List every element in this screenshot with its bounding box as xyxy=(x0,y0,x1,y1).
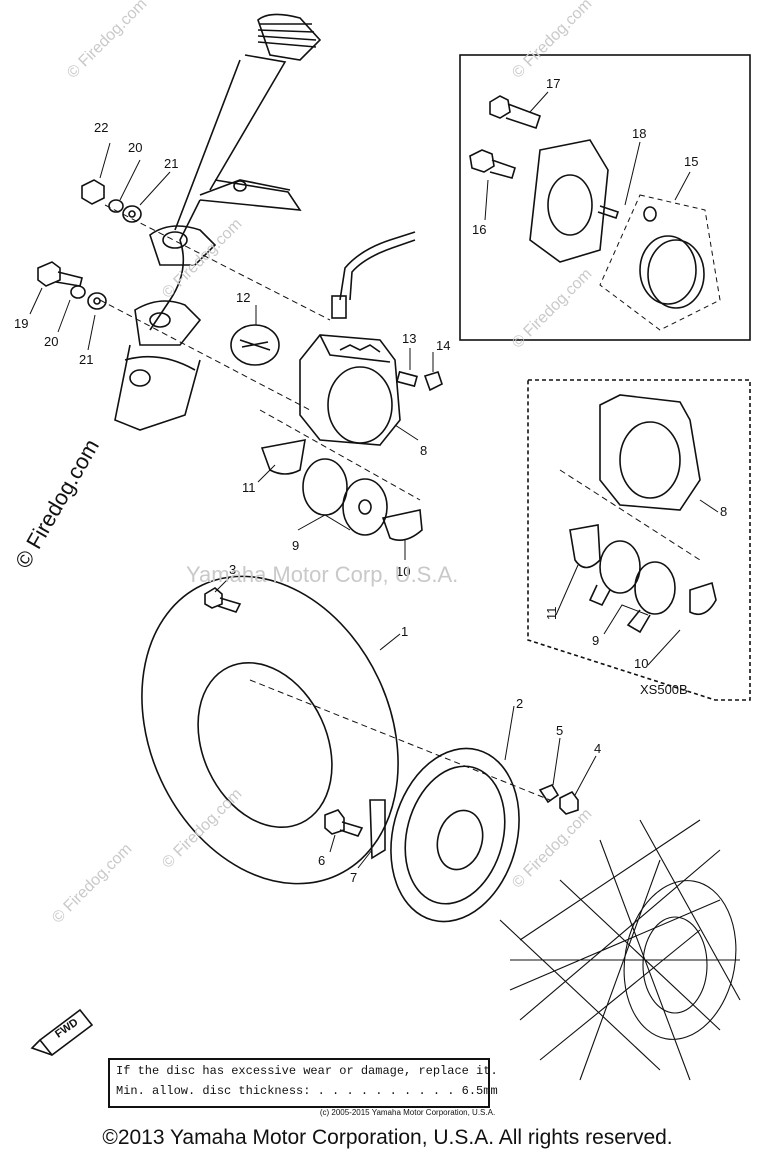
inset-caliper-xs500b xyxy=(527,379,751,701)
brake-caliper xyxy=(299,334,443,446)
front-wheel xyxy=(499,819,741,1081)
callout-5: 5 xyxy=(556,723,563,738)
callout-12: 12 xyxy=(236,290,250,305)
callout-numbers: 1 2 3 4 5 6 7 8 9 10 11 12 13 14 15 16 1… xyxy=(14,76,698,885)
callout-18: 18 xyxy=(632,126,646,141)
callout-9: 9 xyxy=(292,538,299,553)
front-fork xyxy=(114,13,322,431)
note-line-2: Min. allow. disc thickness: . . . . . . … xyxy=(116,1084,498,1098)
callout-10: 10 xyxy=(396,564,410,579)
service-note-box: If the disc has excessive wear or damage… xyxy=(108,1058,498,1108)
inset-callout-9: 9 xyxy=(592,633,599,648)
callout-2: 2 xyxy=(516,696,523,711)
brake-disc xyxy=(141,575,399,885)
inset-callouts: 8 9 10 11 XS500B xyxy=(544,504,727,697)
inset-caliper-top xyxy=(459,54,751,341)
bolt-6 xyxy=(324,809,364,837)
callout-13: 13 xyxy=(402,331,416,346)
inset-callout-11: 11 xyxy=(544,607,559,621)
lock-washer xyxy=(369,799,386,860)
washer-5 xyxy=(538,783,560,804)
callout-22: 22 xyxy=(94,120,108,135)
note-line-1: If the disc has excessive wear or damage… xyxy=(116,1064,498,1078)
hose-fitting xyxy=(331,295,347,319)
callout-4: 4 xyxy=(594,741,601,756)
caliper-emblem xyxy=(230,324,280,366)
callout-17: 17 xyxy=(546,76,560,91)
callout-15: 15 xyxy=(684,154,698,169)
callout-6: 6 xyxy=(318,853,325,868)
callout-20-lower: 20 xyxy=(44,334,58,349)
brake-hose xyxy=(339,231,416,301)
callout-11: 11 xyxy=(242,480,256,495)
callout-19: 19 xyxy=(14,316,28,331)
callout-8: 8 xyxy=(420,443,427,458)
nut-4 xyxy=(559,790,579,815)
callout-20-upper: 20 xyxy=(128,140,142,155)
callout-1: 1 xyxy=(401,624,408,639)
callout-21-lower: 21 xyxy=(79,352,93,367)
inset-callout-8: 8 xyxy=(720,504,727,519)
leader-lines xyxy=(29,91,719,869)
inset-model-code: XS500B xyxy=(640,682,688,697)
callout-21-upper: 21 xyxy=(164,156,178,171)
watermark-yamaha: Yamaha Motor Corp, U.S.A. xyxy=(186,562,459,587)
assembly-lines xyxy=(99,204,701,801)
fwd-arrow xyxy=(38,1008,94,1057)
bolt-3 xyxy=(204,587,242,613)
callout-14: 14 xyxy=(436,338,450,353)
brake-hub xyxy=(390,747,520,923)
callout-3: 3 xyxy=(229,562,236,577)
main-copyright: ©2013 Yamaha Motor Corporation, U.S.A. A… xyxy=(102,1126,673,1149)
callout-16: 16 xyxy=(472,222,486,237)
callout-7: 7 xyxy=(350,870,357,885)
axle-bolts xyxy=(37,179,142,310)
small-copyright: (c) 2005-2015 Yamaha Motor Corporation, … xyxy=(319,1108,496,1117)
inset-callout-10: 10 xyxy=(634,656,648,671)
